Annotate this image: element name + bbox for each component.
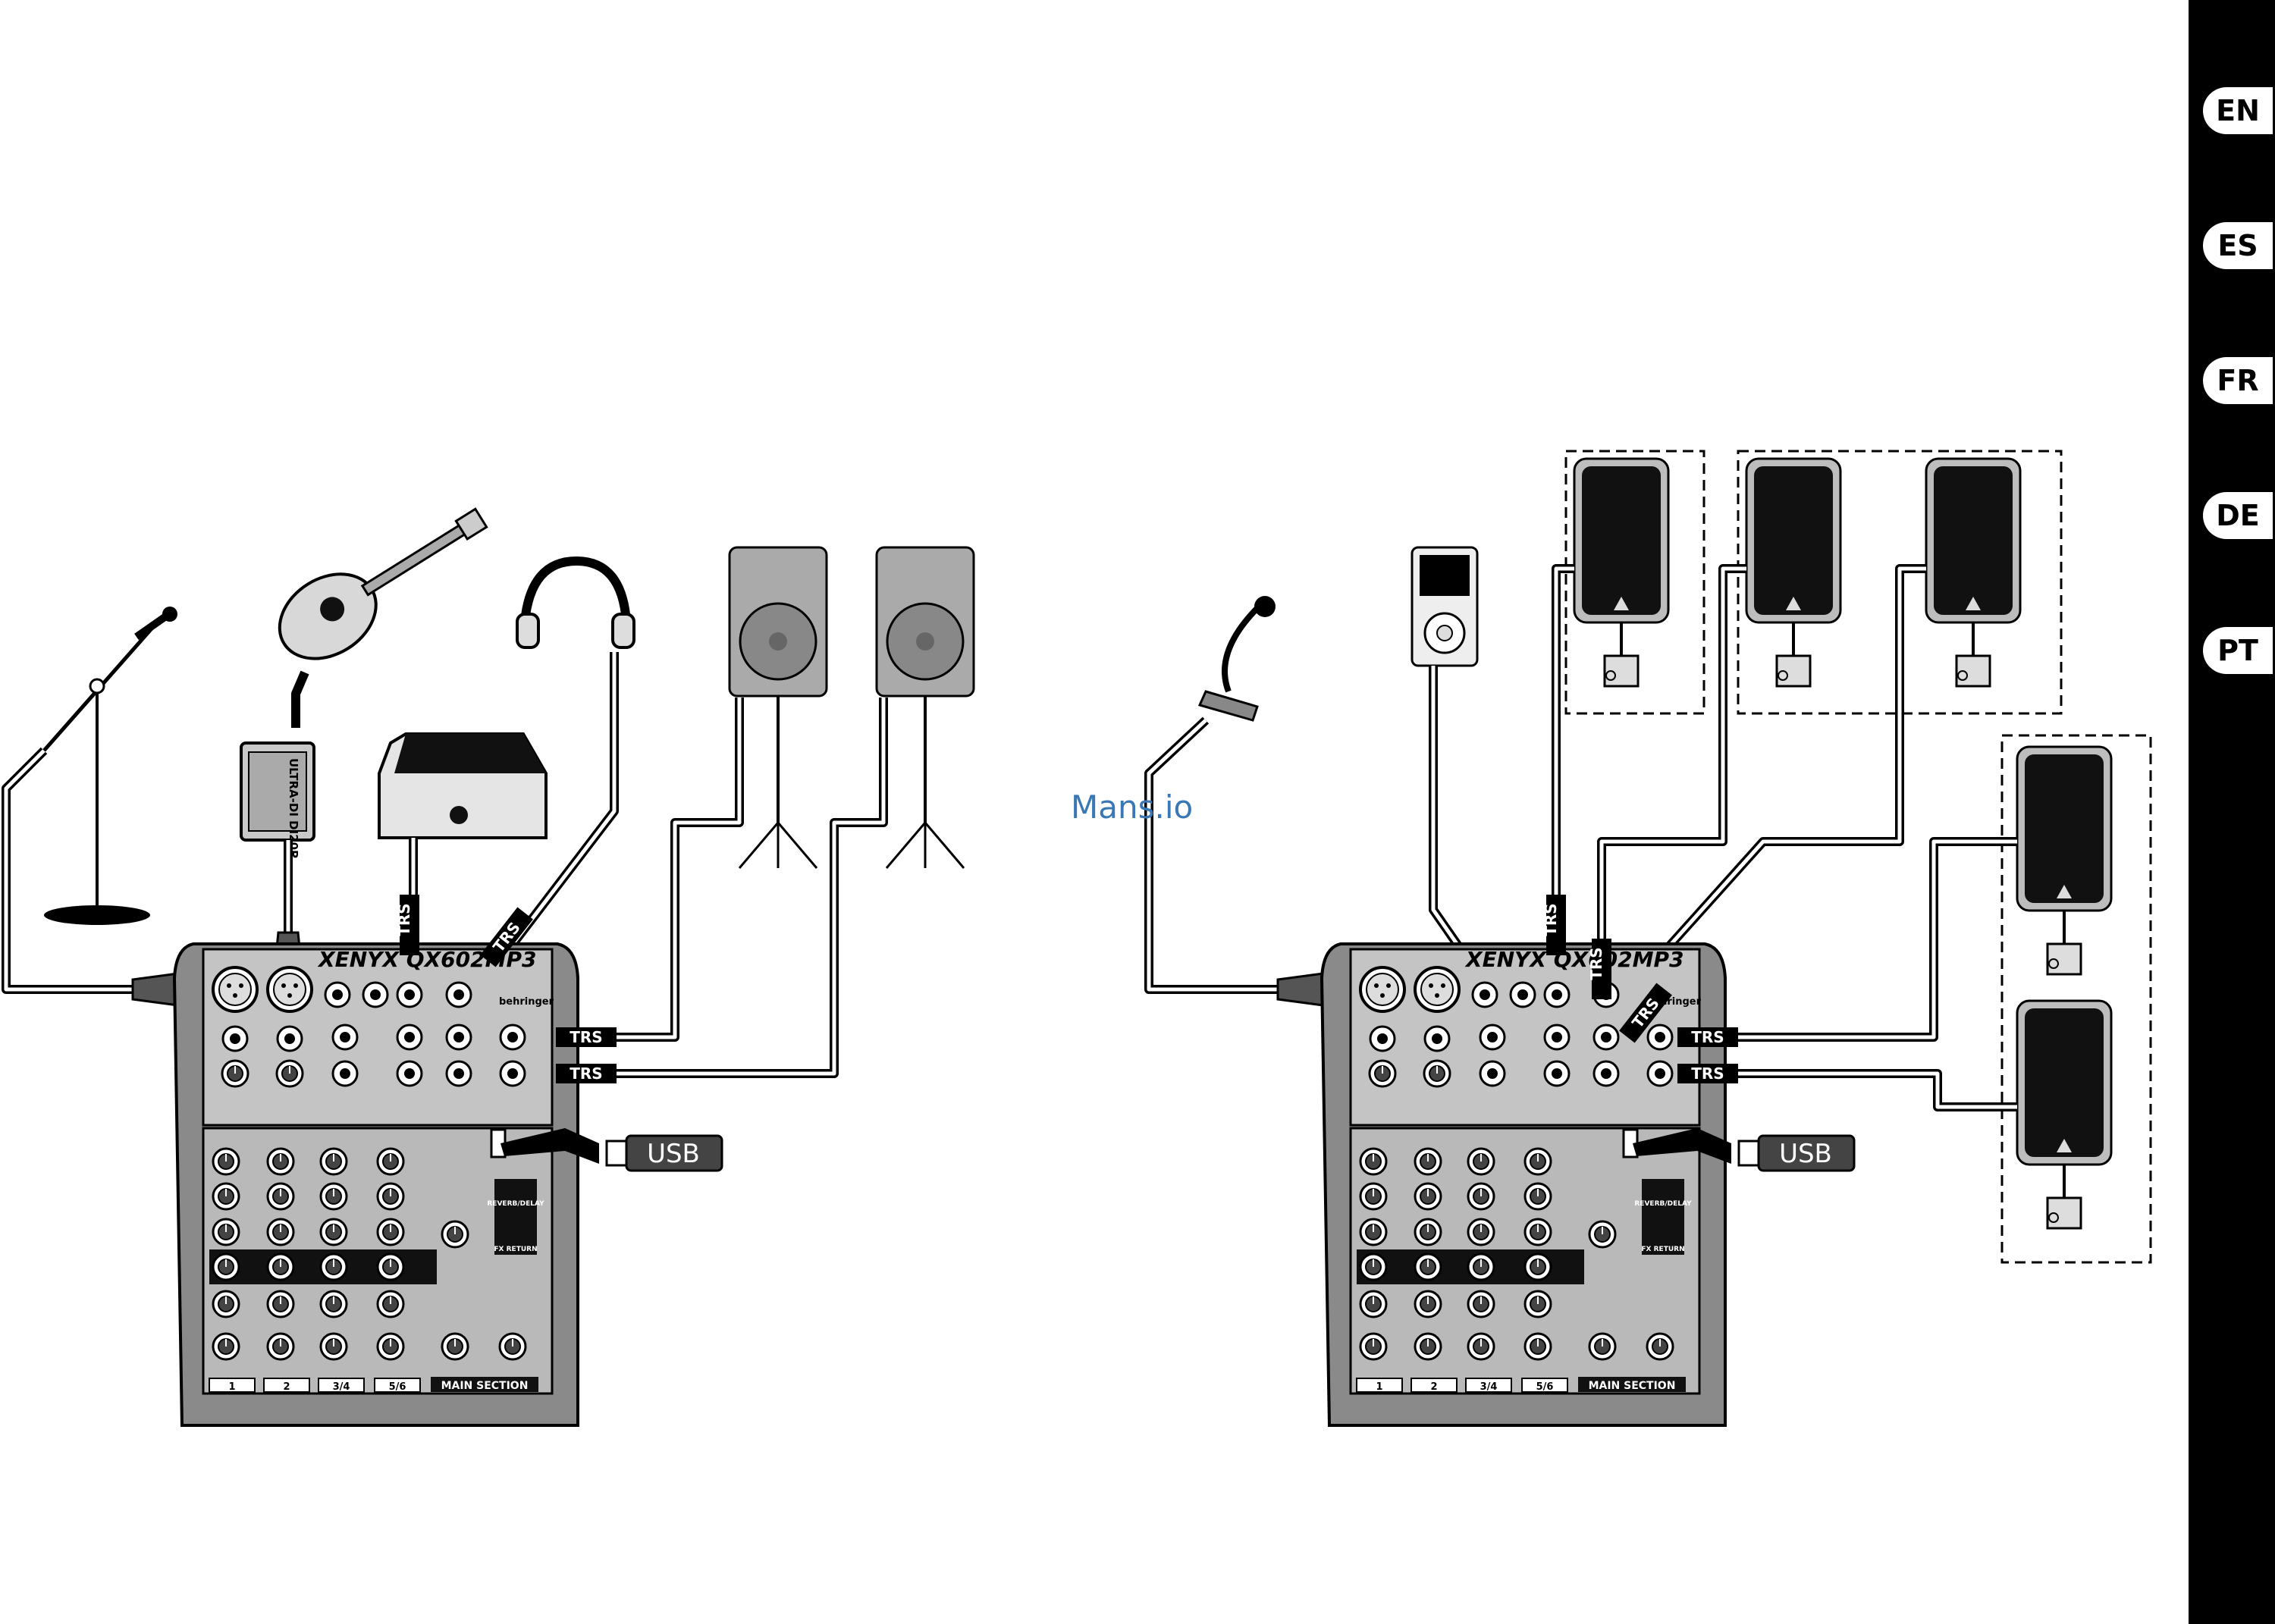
usb-stick-left: USB xyxy=(500,1128,723,1172)
lang-tab-fr[interactable]: FR xyxy=(2203,357,2273,404)
ch56-label-right: 5/6 xyxy=(1536,1381,1554,1393)
reverb-label-right: REVERB/DELAY xyxy=(1634,1200,1692,1208)
usb-label-right: USB xyxy=(1779,1139,1832,1169)
headphones xyxy=(516,556,635,649)
compact-speaker-3 xyxy=(1925,457,2022,688)
ch34-label-right: 3/4 xyxy=(1480,1381,1498,1393)
usb-stick-right: USB xyxy=(1633,1128,1856,1172)
main-section-label-left: MAIN SECTION xyxy=(441,1380,529,1392)
usb-label-left: USB xyxy=(647,1139,700,1169)
compact-speaker-2 xyxy=(1745,457,1842,688)
svg-text:TRS: TRS xyxy=(1542,903,1560,936)
lang-tab-pt[interactable]: PT xyxy=(2203,627,2273,674)
language-sidebar xyxy=(2189,0,2275,1624)
fx-return-label-left: FX RETURN xyxy=(494,1246,537,1253)
lang-tab-es[interactable]: ES xyxy=(2203,222,2273,269)
fx-return-label-right: FX RETURN xyxy=(1641,1246,1684,1253)
ch34-label: 3/4 xyxy=(333,1381,350,1393)
di-box: ULTRA-DI DI20P xyxy=(240,741,315,858)
svg-text:TRS: TRS xyxy=(395,903,413,936)
mixer-left-logo: behringer xyxy=(499,996,554,1008)
pa-speaker-left-2 xyxy=(875,546,975,869)
compact-speaker-5 xyxy=(2016,999,2113,1230)
compact-speaker-1 xyxy=(1573,457,1670,688)
mixer-right: XENYX QX602MP3 behringer 1 2 3/4 5/6 MAI… xyxy=(1320,942,1727,1427)
ch56-label: 5/6 xyxy=(389,1381,406,1393)
pa-speaker-left-1 xyxy=(728,546,828,869)
acoustic-guitar xyxy=(278,507,488,660)
svg-text:TRS: TRS xyxy=(570,1028,602,1046)
watermark: Mans.io xyxy=(1071,788,1194,826)
mp3-player xyxy=(1410,546,1479,667)
speaker-group-1 xyxy=(1564,450,1705,715)
main-section-label-right: MAIN SECTION xyxy=(1589,1380,1676,1392)
mixer-left: XENYX QX602MP3 behringer 1 2 3/4 5/6 MAI… xyxy=(172,942,579,1427)
lang-tab-en[interactable]: EN xyxy=(2203,87,2273,134)
ch2-label-right: 2 xyxy=(1430,1381,1437,1393)
mixer-right-brand: XENYX QX602MP3 xyxy=(1464,947,1684,972)
gooseneck-mic xyxy=(1197,596,1276,722)
svg-text:TRS: TRS xyxy=(570,1064,602,1083)
speaker-group-2 xyxy=(1737,450,2063,715)
speaker-group-3 xyxy=(2000,734,2152,1264)
ch1-label: 1 xyxy=(228,1381,235,1393)
trs-tags-left: TRS TRS TRS TRS xyxy=(395,895,617,1083)
svg-text:TRS: TRS xyxy=(1587,947,1605,980)
di-box-label: ULTRA-DI DI20P xyxy=(287,758,300,858)
ch2-label: 2 xyxy=(283,1381,290,1393)
audio-interface-box xyxy=(378,732,548,839)
lang-tab-de[interactable]: DE xyxy=(2203,492,2273,539)
mic-stand-left xyxy=(42,607,177,925)
ch1-label-right: 1 xyxy=(1376,1381,1382,1393)
compact-speaker-4 xyxy=(2016,745,2113,976)
svg-text:TRS: TRS xyxy=(1691,1028,1724,1046)
reverb-label-left: REVERB/DELAY xyxy=(487,1200,544,1208)
svg-text:TRS: TRS xyxy=(1691,1064,1724,1083)
